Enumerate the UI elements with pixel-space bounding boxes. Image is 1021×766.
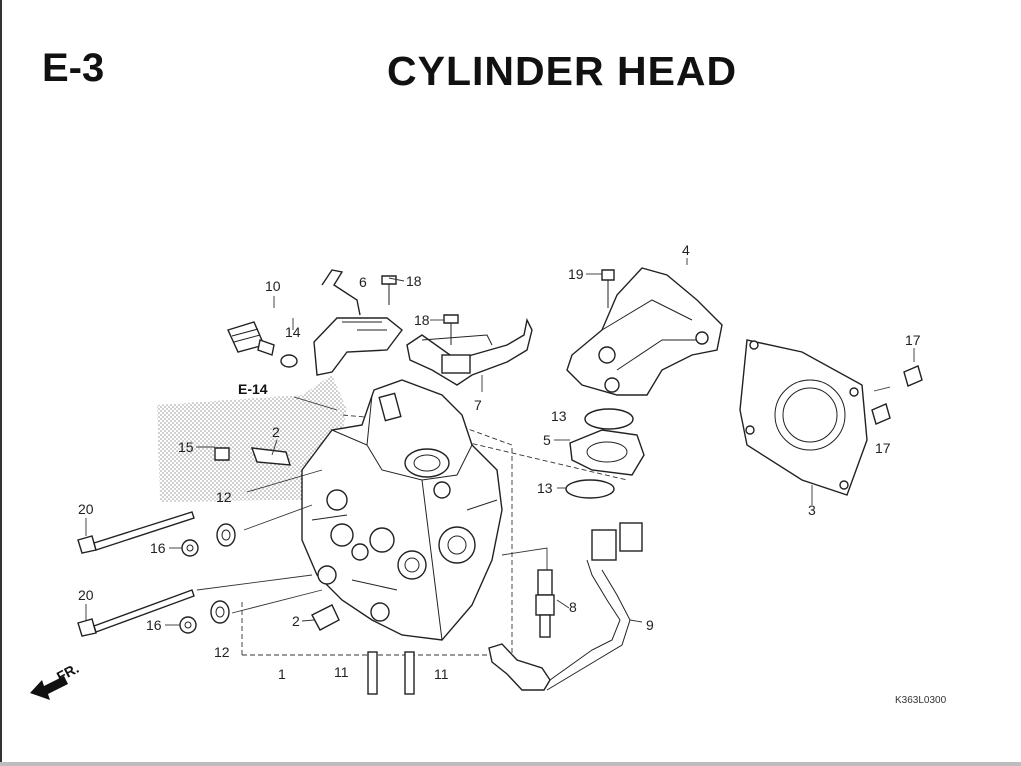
callout-7: 7 (474, 397, 482, 413)
long-bolt-upper-part (77, 511, 195, 554)
front-direction-arrow-icon (30, 676, 68, 700)
temperature-sensor-part (227, 321, 275, 356)
o-ring-13-lower-part (565, 479, 615, 499)
callout-11-right: 11 (434, 666, 449, 682)
dowel-pin-lower-part (871, 403, 891, 425)
callout-16-upper: 16 (150, 540, 166, 556)
bolt-19-part (601, 269, 615, 308)
callout-13-upper: 13 (551, 408, 567, 424)
callout-2-upper: 2 (272, 424, 280, 440)
callout-10: 10 (265, 278, 281, 294)
washer-upper-part (216, 523, 236, 547)
callout-17-upper: 17 (905, 332, 921, 348)
collar-upper-part (250, 447, 291, 466)
insulator-part (566, 267, 723, 396)
callout-18-upper: 18 (406, 273, 422, 289)
long-bolt-lower-part (77, 589, 195, 637)
bracket-part (313, 269, 403, 376)
callout-19: 19 (568, 266, 584, 282)
reference-label: E-14 (238, 381, 268, 397)
callout-6: 6 (359, 274, 367, 290)
bolt-18-part (381, 275, 397, 305)
collar-lower-part (311, 604, 340, 631)
cylinder-head-part (301, 379, 503, 641)
dowel-pin-upper-part (903, 365, 923, 387)
bolt-18b-part (443, 314, 459, 345)
callout-5: 5 (543, 432, 551, 448)
e14-shaded-area (157, 375, 347, 502)
callout-3: 3 (808, 502, 816, 518)
callout-8: 8 (569, 599, 577, 615)
bolt-15-part (214, 447, 230, 461)
callout-9: 9 (646, 617, 654, 633)
o-ring-part (280, 354, 298, 368)
o-ring-13-upper-part (584, 408, 634, 430)
callout-4: 4 (682, 242, 690, 258)
callout-16-lower: 16 (146, 617, 162, 633)
callout-11-left: 11 (334, 664, 349, 680)
oxygen-sensor-part (488, 522, 643, 691)
washer-lower-part (210, 600, 230, 624)
section-code: E-3 (42, 46, 105, 90)
page-title: CYLINDER HEAD (387, 48, 738, 94)
callout-20-lower: 20 (78, 587, 94, 603)
callout-12-lower: 12 (214, 644, 230, 660)
callout-13-lower: 13 (537, 480, 553, 496)
callout-20-upper: 20 (78, 501, 94, 517)
callout-2-lower: 2 (292, 613, 300, 629)
figure-code: K363L0300 (895, 695, 947, 706)
callout-15: 15 (178, 439, 194, 455)
page-bottom-edge (0, 762, 1021, 766)
callout-18-lower: 18 (414, 312, 430, 328)
cylinder-head-gasket-part (739, 339, 868, 496)
callout-14: 14 (285, 324, 301, 340)
callout-1: 1 (278, 666, 286, 682)
spark-plug-part (535, 569, 555, 638)
nut-lower-part (179, 616, 197, 634)
stud-bolt-b-part (404, 651, 415, 695)
callout-17-lower: 17 (875, 440, 891, 456)
nut-upper-part (181, 539, 199, 557)
intake-plate-part (569, 429, 645, 476)
callout-12-upper: 12 (216, 489, 232, 505)
pipe-part (406, 317, 533, 386)
stud-bolt-a-part (367, 651, 378, 695)
